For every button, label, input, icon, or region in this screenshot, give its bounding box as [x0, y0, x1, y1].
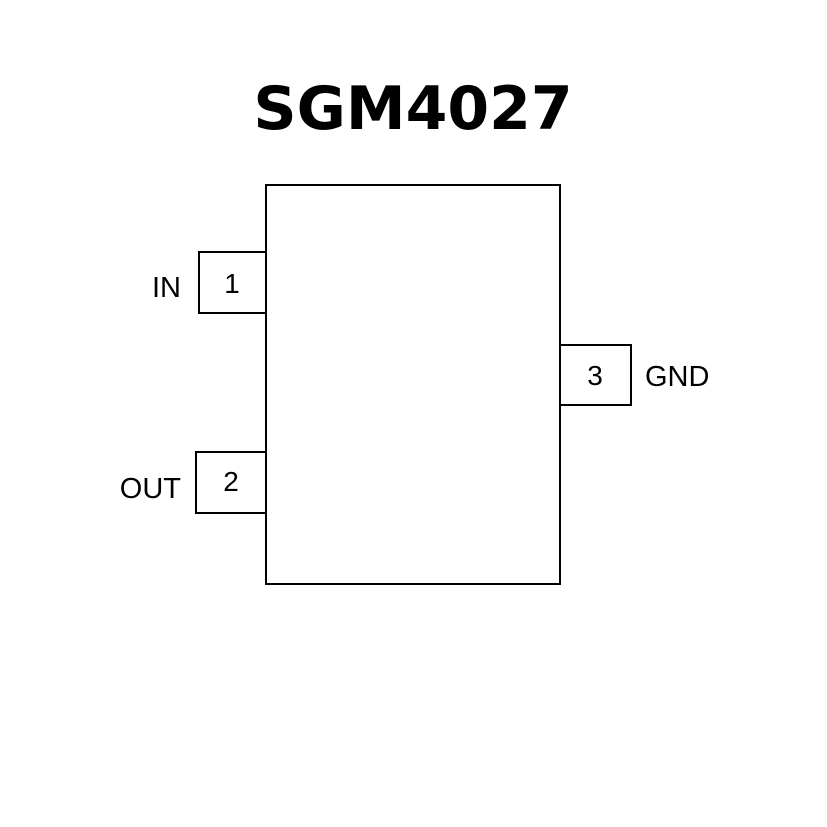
pin-3-pad	[559, 344, 632, 406]
chip-body	[265, 184, 561, 585]
pin-1-number: 1	[224, 268, 240, 299]
pin-1-pad	[198, 251, 267, 314]
pin-2-pad	[195, 451, 267, 514]
chip-title: SGM4027	[253, 74, 572, 144]
pin-1-label: IN	[152, 272, 181, 304]
pin-3-number: 3	[587, 360, 603, 391]
pin-3-label: GND	[645, 361, 709, 393]
pin-2-label: OUT	[120, 473, 182, 505]
pin-2-number: 2	[223, 466, 239, 497]
